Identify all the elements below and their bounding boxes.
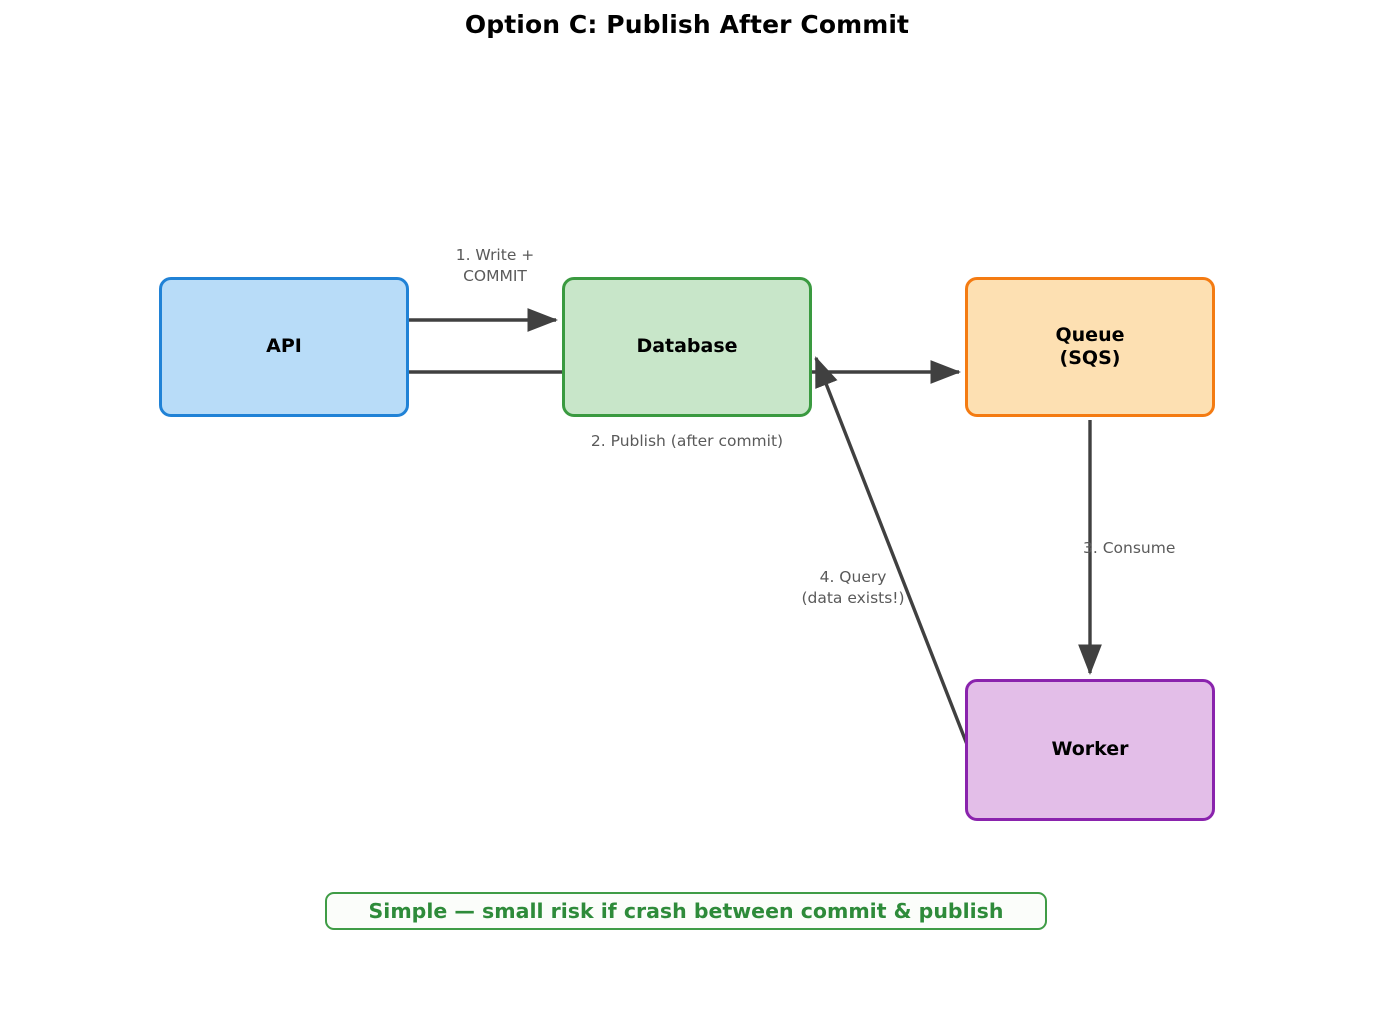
edge-label-query: 4. Query (data exists!) [801, 568, 905, 608]
page-title: Option C: Publish After Commit [464, 10, 910, 39]
node-worker[interactable]: Worker [965, 679, 1215, 821]
node-database[interactable]: Database [562, 277, 812, 417]
edge-label-publish: 2. Publish (after commit) [590, 432, 784, 450]
node-api-label: API [266, 335, 302, 358]
node-queue-label: Queue (SQS) [1055, 323, 1125, 369]
node-queue[interactable]: Queue (SQS) [965, 277, 1215, 417]
node-database-label: Database [636, 335, 738, 358]
summary-banner-text: Simple — small risk if crash between com… [368, 899, 1004, 923]
node-worker-label: Worker [1051, 738, 1129, 761]
edge-label-consume: 3. Consume [1083, 539, 1176, 557]
summary-banner: Simple — small risk if crash between com… [325, 892, 1047, 930]
node-api[interactable]: API [159, 277, 409, 417]
edge-query [814, 356, 970, 748]
edge-label-write-commit: 1. Write + COMMIT [455, 246, 535, 286]
